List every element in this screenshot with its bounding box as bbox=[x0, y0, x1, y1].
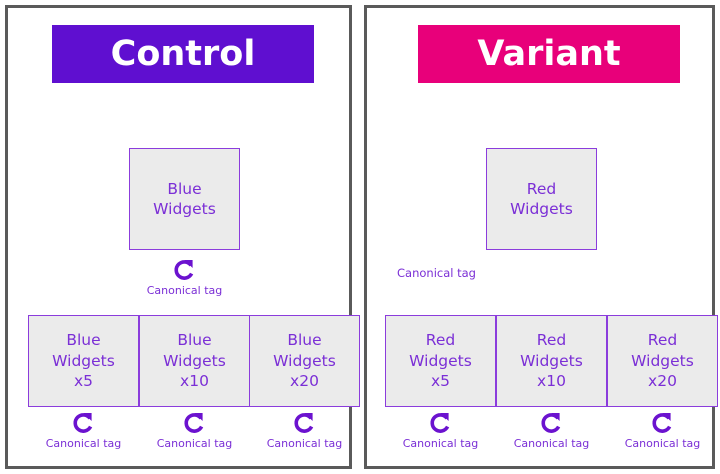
control-variant-box-x10: Blue Widgets x10 bbox=[139, 315, 250, 407]
box-line3: x5 bbox=[430, 372, 451, 391]
variant-variant-box-x20: Red Widgets x20 bbox=[607, 315, 718, 407]
panel-variant-banner: Variant bbox=[418, 25, 680, 83]
panel-control: Control Blue Widgets Canonical tag Blue … bbox=[5, 5, 360, 469]
box-line1: Red bbox=[536, 331, 567, 350]
box-line3: x20 bbox=[290, 372, 319, 391]
control-canonical-tag-x20: Canonical tag bbox=[249, 410, 360, 450]
control-source-box-line2: Widgets bbox=[153, 200, 216, 218]
control-variant-box-x5: Blue Widgets x5 bbox=[28, 315, 139, 407]
box-line3: x10 bbox=[537, 372, 566, 391]
canonical-tag-loop-icon bbox=[428, 410, 454, 436]
canonical-tag-label: Canonical tag bbox=[266, 437, 343, 450]
box-line3: x10 bbox=[180, 372, 209, 391]
panel-variant: Variant Red Widgets Canonical tag Red Wi… bbox=[364, 5, 718, 469]
control-source-box-line1: Blue bbox=[167, 179, 202, 198]
box-line2: Widgets bbox=[273, 351, 336, 370]
variant-source-box: Red Widgets bbox=[486, 148, 597, 250]
box-line2: Widgets bbox=[520, 351, 583, 370]
variant-source-box-line1: Red bbox=[526, 179, 557, 198]
box-line1: Blue bbox=[66, 331, 101, 350]
canonical-tag-loop-icon bbox=[71, 410, 97, 436]
box-line2: Widgets bbox=[409, 351, 472, 370]
canonical-tag-label: Canonical tag bbox=[402, 437, 479, 450]
canonical-tag-label: Canonical tag bbox=[513, 437, 590, 450]
box-line2: Widgets bbox=[631, 351, 694, 370]
control-source-canonical-tag: Canonical tag bbox=[129, 257, 240, 297]
variant-canonical-tag-x20: Canonical tag bbox=[607, 410, 718, 450]
variant-canonical-tag-x5: Canonical tag bbox=[385, 410, 496, 450]
canonical-tag-loop-icon bbox=[172, 257, 198, 283]
box-line1: Blue bbox=[177, 331, 212, 350]
canonical-tag-loop-icon bbox=[292, 410, 318, 436]
box-line1: Blue bbox=[287, 331, 322, 350]
box-line2: Widgets bbox=[52, 351, 115, 370]
control-canonical-tag-x5: Canonical tag bbox=[28, 410, 139, 450]
variant-canonical-tag-arrow-label: Canonical tag bbox=[397, 266, 476, 280]
variant-variant-box-x10: Red Widgets x10 bbox=[496, 315, 607, 407]
control-canonical-tag-x10: Canonical tag bbox=[139, 410, 250, 450]
canonical-tag-loop-icon bbox=[182, 410, 208, 436]
canonical-tag-label: Canonical tag bbox=[45, 437, 122, 450]
variant-source-box-line2: Widgets bbox=[510, 200, 573, 218]
box-line2: Widgets bbox=[163, 351, 226, 370]
box-line1: Red bbox=[425, 331, 456, 350]
control-source-box: Blue Widgets bbox=[129, 148, 240, 250]
variant-canonical-tag-x10: Canonical tag bbox=[496, 410, 607, 450]
box-line1: Red bbox=[647, 331, 678, 350]
control-variant-box-x20: Blue Widgets x20 bbox=[249, 315, 360, 407]
canonical-tag-loop-icon bbox=[650, 410, 676, 436]
canonical-tag-loop-icon bbox=[539, 410, 565, 436]
box-line3: x20 bbox=[648, 372, 677, 391]
panel-control-banner: Control bbox=[52, 25, 314, 83]
canonical-tag-label: Canonical tag bbox=[146, 284, 223, 297]
variant-variant-box-x5: Red Widgets x5 bbox=[385, 315, 496, 407]
canonical-tag-label: Canonical tag bbox=[156, 437, 233, 450]
box-line3: x5 bbox=[73, 372, 94, 391]
canonical-tag-label: Canonical tag bbox=[624, 437, 701, 450]
